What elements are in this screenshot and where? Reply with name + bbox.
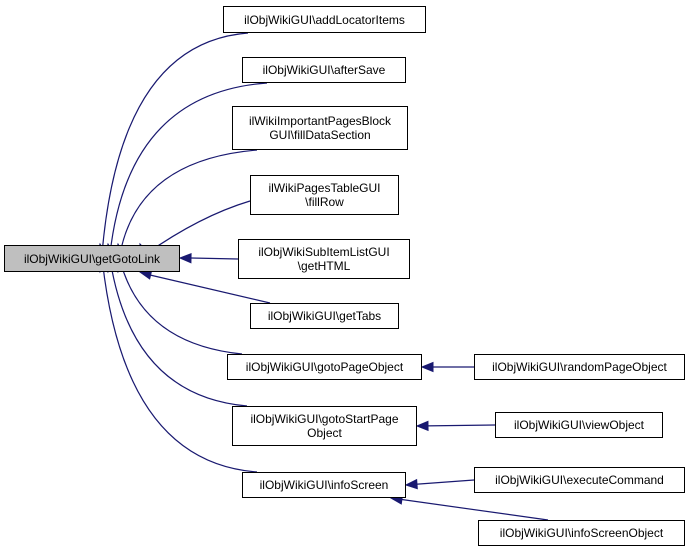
- node-label: ilObjWikiGUI\addLocatorItems: [244, 13, 405, 27]
- node-label-line: ilObjWikiGUI\addLocatorItems: [244, 12, 405, 27]
- node-label-line: ilObjWikiGUI\infoScreenObject: [499, 526, 664, 540]
- node-label-line: ilObjWikiGUI\executeCommand: [495, 473, 664, 487]
- edge-executeCommand-to-infoScreen-arrowhead: [404, 478, 418, 490]
- edge-gotoPageObject-to-root: [119, 261, 243, 355]
- node-label-line: Object: [307, 426, 342, 440]
- node-label-line: ilObjWikiGUI\viewObject: [513, 418, 645, 432]
- edge-getHTML-to-root: [190, 257, 239, 260]
- node-getHTML[interactable]: ilObjWikiSubItemListGUI\getHTML: [238, 239, 410, 279]
- node-randomPageObject[interactable]: ilObjWikiGUI\randomPageObject: [474, 354, 685, 380]
- node-gotoPageObject[interactable]: ilObjWikiGUI\gotoPageObject: [227, 354, 422, 380]
- edge-randomPageObject-to-gotoPageObject-arrowhead: [420, 361, 434, 373]
- node-viewObject[interactable]: ilObjWikiGUI\viewObject: [495, 412, 663, 438]
- node-label-line: ilWikiImportantPagesBlock: [248, 114, 392, 128]
- edge-gotoStartPageObject-to-root: [109, 261, 248, 407]
- node-getTabs[interactable]: ilObjWikiGUI\getTabs: [250, 303, 399, 329]
- node-label: ilObjWikiGUI\infoScreen: [260, 478, 389, 492]
- node-label-line: ilObjWikiGUI\gotoPageObject: [245, 360, 404, 374]
- edge-infoScreenObject-to-infoScreen: [400, 498, 549, 521]
- edge-addLocatorItems-to-root: [101, 32, 249, 255]
- edge-executeCommand-to-infoScreen: [415, 479, 475, 485]
- edge-getTabs-to-root: [149, 274, 271, 304]
- node-label-line: ilObjWikiGUI\afterSave: [262, 63, 386, 77]
- node-label-line: \getHTML: [297, 259, 351, 273]
- node-label-line: ilObjWikiGUI\infoScreen: [259, 478, 389, 492]
- node-label-line: \fillRow: [305, 195, 344, 209]
- node-label: ilObjWikiSubItemListGUI\getHTML: [258, 245, 389, 273]
- node-label-line: ilObjWikiSubItemListGUI: [258, 245, 390, 259]
- node-afterSave[interactable]: ilObjWikiGUI\afterSave: [242, 57, 406, 83]
- node-fillRow[interactable]: ilWikiPagesTableGUI\fillRow: [250, 175, 399, 215]
- node-label-line: ilObjWikiGUI\randomPageObject: [492, 360, 667, 374]
- node-label: ilObjWikiGUI\executeCommand: [495, 473, 664, 487]
- node-infoScreen[interactable]: ilObjWikiGUI\infoScreen: [242, 472, 406, 498]
- edge-viewObject-to-gotoStartPageObject-arrowhead: [415, 420, 429, 432]
- edge-infoScreen-to-root: [101, 261, 258, 473]
- edge-fillDataSection-to-root: [119, 149, 258, 255]
- node-label: ilObjWikiGUI\gotoPageObject: [246, 360, 403, 374]
- edge-viewObject-to-gotoStartPageObject: [426, 424, 496, 427]
- node-label: ilObjWikiGUI\infoScreenObject: [500, 526, 663, 540]
- node-label: ilWikiPagesTableGUI\fillRow: [268, 181, 380, 209]
- node-label-line: ilObjWikiGUI\getGotoLink: [23, 251, 161, 266]
- node-infoScreenObject[interactable]: ilObjWikiGUI\infoScreenObject: [478, 520, 685, 546]
- node-label: ilObjWikiGUI\afterSave: [263, 63, 386, 77]
- node-label: ilObjWikiGUI\randomPageObject: [492, 360, 667, 374]
- node-root[interactable]: ilObjWikiGUI\getGotoLink: [4, 245, 180, 272]
- node-label-line: ilObjWikiGUI\gotoStartPage: [250, 412, 399, 426]
- edge-getHTML-to-root-arrowhead: [178, 252, 192, 264]
- node-label: ilObjWikiGUI\viewObject: [514, 418, 644, 432]
- edge-afterSave-to-root: [109, 82, 268, 255]
- node-label-line: GUI\fillDataSection: [269, 128, 371, 142]
- node-label-line: ilObjWikiGUI\getTabs: [267, 309, 382, 323]
- node-executeCommand[interactable]: ilObjWikiGUI\executeCommand: [474, 467, 685, 493]
- node-label: ilObjWikiGUI\getTabs: [268, 309, 381, 323]
- node-label: ilObjWikiGUI\getGotoLink: [24, 252, 160, 266]
- node-addLocatorItems[interactable]: ilObjWikiGUI\addLocatorItems: [223, 6, 426, 33]
- node-label-line: ilWikiPagesTableGUI: [268, 181, 381, 195]
